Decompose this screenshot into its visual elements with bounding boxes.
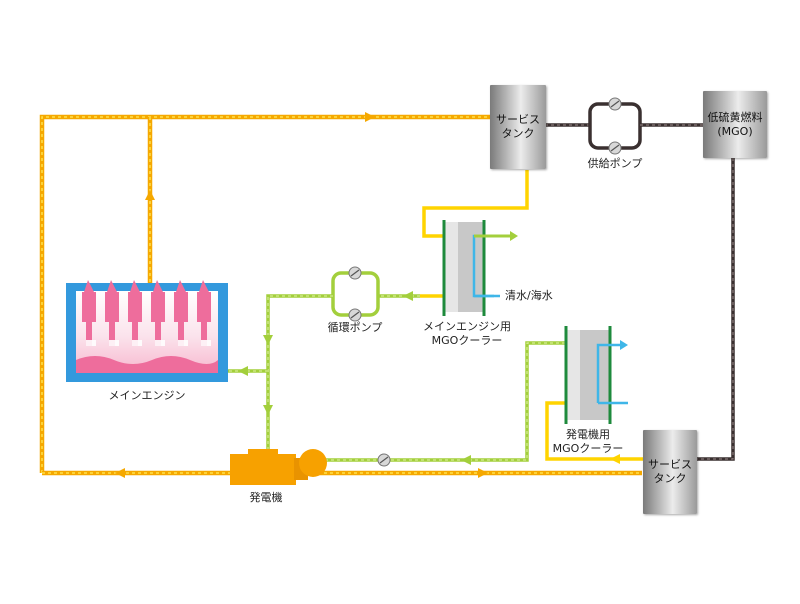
main-fuel-loop [39, 112, 642, 478]
service-tank-bottom-label-line1: サービス [648, 458, 692, 471]
main-engine-cooler [442, 220, 518, 316]
generator-cooler-label-line2: MGOクーラー [552, 442, 624, 455]
circulation-pump-label: 循環ポンプ [327, 321, 383, 334]
flow-arrow [610, 454, 620, 464]
service-tank-bottom-label-line2: タンク [653, 472, 687, 485]
generator [230, 449, 327, 485]
service-tank-top-label-line2: タンク [501, 127, 535, 140]
service-tank-top-label-line1: サービス [496, 113, 540, 126]
generator-cooler [564, 326, 628, 424]
flow-arrow [365, 112, 375, 122]
low-sulfur-fuel-tank: 低硫黄燃料 (MGO) [703, 91, 767, 158]
flow-arrow [238, 366, 248, 376]
flow-arrow [263, 405, 273, 415]
flow-arrow [478, 468, 488, 478]
cooling-water-label: 清水/海水 [505, 289, 553, 302]
supply-pump-label: 供給ポンプ [587, 157, 643, 170]
flow-arrow [263, 335, 273, 345]
service-tank-bottom: サービス タンク [643, 430, 697, 514]
main-engine-cooler-label: メインエンジン用 MGOクーラー [423, 320, 511, 348]
supply-line [545, 97, 735, 461]
flow-arrow [115, 468, 125, 478]
flow-arrow [145, 190, 155, 200]
flow-arrow [403, 291, 413, 301]
fuel-tank-label-line1: 低硫黄燃料 [707, 110, 763, 124]
main-engine-label: メインエンジン [108, 389, 186, 402]
flow-arrow [461, 455, 471, 465]
main-engine-cooler-label-line1: メインエンジン用 [423, 320, 511, 333]
main-engine [66, 280, 228, 382]
main-engine-cooler-label-line2: MGOクーラー [431, 334, 503, 347]
fuel-tank-label-line2: (MGO) [717, 124, 753, 138]
generator-cooler-label: 発電機用 MGOクーラー [553, 428, 624, 456]
service-tank-top: サービス タンク [490, 85, 546, 169]
generator-cooler-label-line1: 発電機用 [566, 428, 610, 441]
generator-label: 発電機 [249, 491, 283, 504]
